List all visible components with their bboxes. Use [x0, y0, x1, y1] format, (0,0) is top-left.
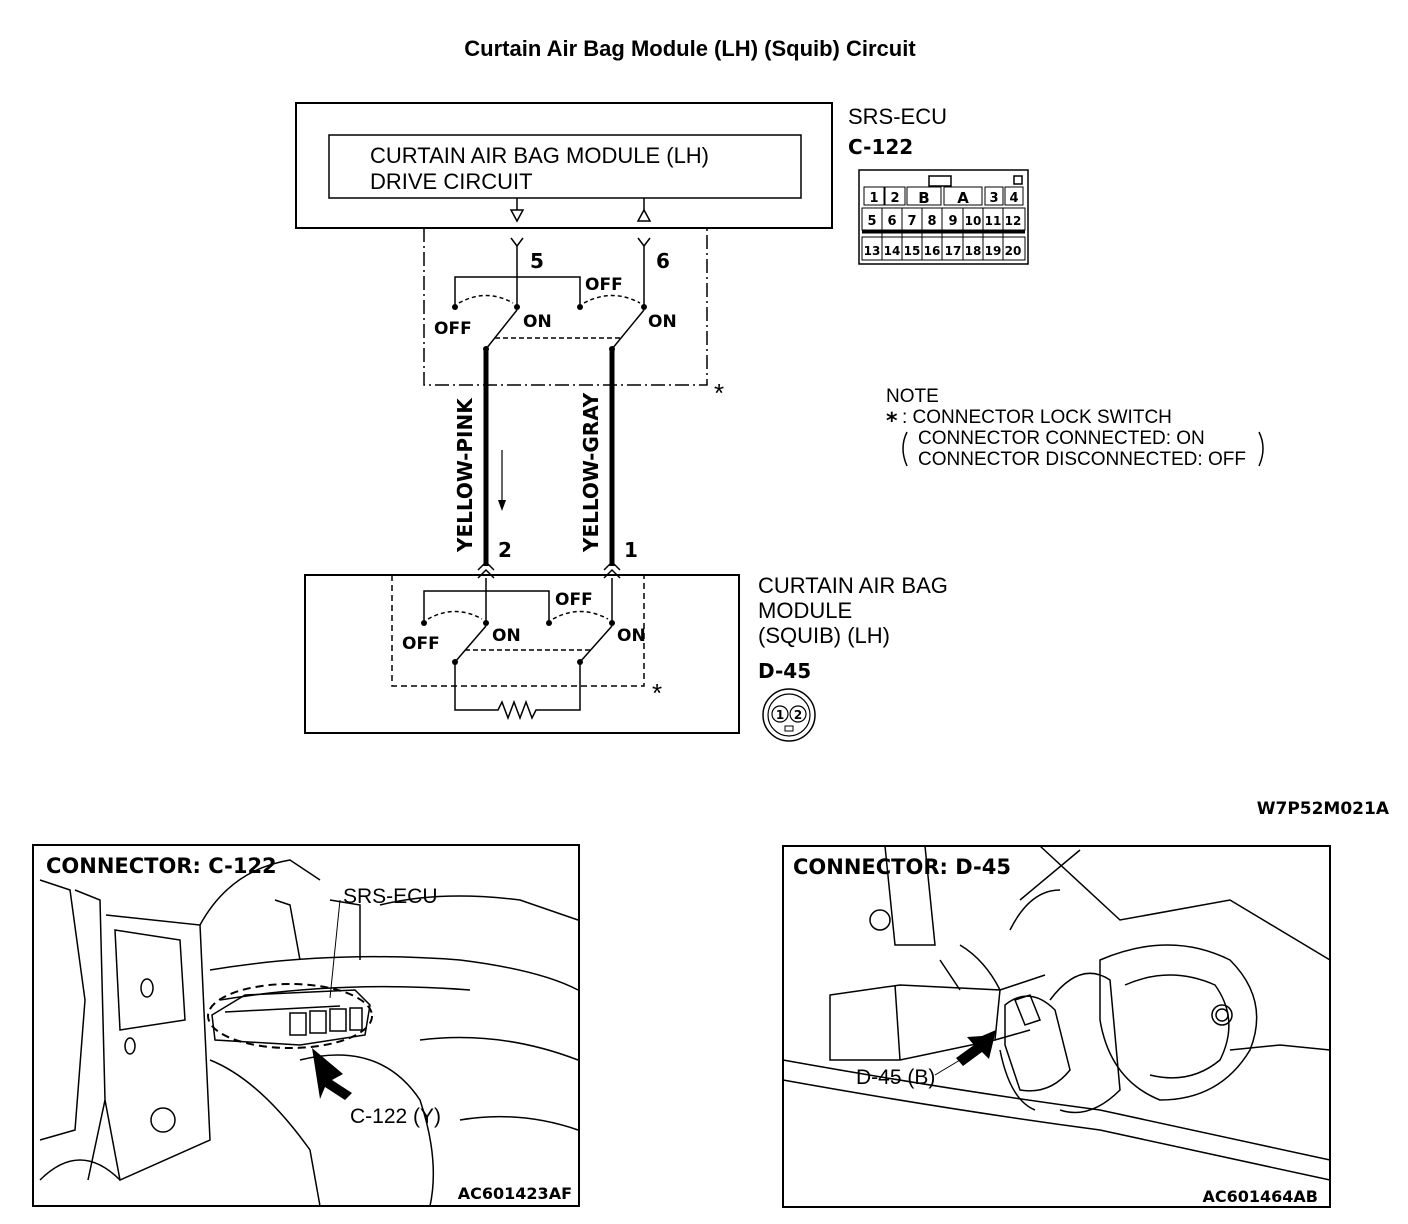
- photo-left-ecu-label: SRS-ECU: [343, 885, 438, 908]
- ecu-pin: B: [918, 189, 929, 207]
- switch-on-label: ON: [492, 626, 521, 646]
- switch-off-label: OFF: [402, 634, 440, 654]
- module-name-line1: CURTAIN AIR BAG: [758, 573, 948, 598]
- photo-left-header: CONNECTOR: C-122: [46, 854, 277, 878]
- ecu-pin: 11: [985, 214, 1002, 228]
- ecu-pin: 2: [890, 191, 899, 206]
- connector-c122-location-photo: CONNECTOR: C-122 SRS-ECU C-122 (Y) AC601…: [32, 844, 580, 1207]
- ecu-name: SRS-ECU: [848, 104, 947, 129]
- ecu-pin: 18: [965, 244, 982, 258]
- note-line2: CONNECTOR CONNECTED: ON: [918, 428, 1205, 449]
- switch-off-label: OFF: [555, 590, 593, 610]
- terminal-5-label: 5: [530, 249, 544, 273]
- ecu-pin: 12: [1005, 214, 1022, 228]
- ecu-pin: 17: [945, 244, 962, 258]
- output-triangle-up-icon: [636, 208, 652, 222]
- ecu-pin: A: [957, 189, 969, 207]
- terminal-6-icon: [637, 237, 651, 248]
- location-arrow-icon: [312, 1048, 352, 1100]
- terminal-5-icon: [510, 237, 524, 248]
- ecu-pin: 20: [1005, 244, 1022, 258]
- switch-on-label: ON: [648, 312, 677, 332]
- module-connector-id: D-45: [758, 659, 811, 683]
- ecu-pin: 13: [864, 244, 881, 258]
- module-pin: 2: [794, 708, 802, 722]
- ecu-lock-switch: * 5 6 OFF ON OFF ON: [423, 228, 724, 408]
- terminal-6-label: 6: [656, 249, 670, 273]
- photo-right-code: AC601464AB: [1203, 1187, 1319, 1206]
- output-triangle-down-icon: [509, 209, 525, 223]
- ecu-pin: 14: [884, 244, 901, 258]
- ecu-connector-face: 1 2 B A 3 4 5 6 7 8 9 10 11 12 13 14 15 …: [858, 169, 1029, 265]
- note-block: NOTE * : CONNECTOR LOCK SWITCH CONNECTOR…: [886, 386, 1264, 470]
- squib-resistor-icon: [454, 662, 581, 721]
- ecu-connector-id: C-122: [848, 135, 913, 159]
- note-line1: : CONNECTOR LOCK SWITCH: [902, 407, 1172, 428]
- ecu-pin: 8: [927, 214, 936, 229]
- note-title: NOTE: [886, 386, 939, 407]
- photo-right-connector-label: D-45 (B): [856, 1066, 935, 1089]
- current-direction-arrow-icon: [498, 500, 506, 511]
- switch-on-label: ON: [617, 626, 646, 646]
- ecu-pin: 4: [1009, 191, 1018, 206]
- wire-color-right: YELLOW-GRAY: [579, 392, 603, 553]
- lock-switch-asterisk: *: [652, 678, 662, 708]
- note-line3: CONNECTOR DISCONNECTED: OFF: [918, 449, 1246, 470]
- lock-switch-asterisk: *: [714, 378, 724, 408]
- module-pin: 1: [776, 708, 784, 722]
- ecu-pin: 1: [869, 191, 878, 206]
- note-star: *: [886, 409, 898, 434]
- wire-color-left: YELLOW-PINK: [453, 397, 477, 553]
- ecu-pin: 5: [867, 214, 876, 229]
- module-name-line3: (SQUIB) (LH): [758, 623, 890, 648]
- ecu-pin: 15: [904, 244, 921, 258]
- drive-circuit-line1: CURTAIN AIR BAG MODULE (LH): [370, 143, 709, 168]
- connector-d45-location-photo: CONNECTOR: D-45 D-45 (B) AC601464AB: [782, 845, 1331, 1208]
- module-name-line2: MODULE: [758, 598, 852, 623]
- photo-left-connector-label: C-122 (Y): [350, 1105, 441, 1128]
- ecu-pin: 16: [924, 244, 941, 258]
- terminal-1-label: 1: [624, 538, 638, 562]
- diagram-code: W7P52M021A: [1257, 799, 1390, 819]
- photo-left-code: AC601423AF: [458, 1184, 572, 1203]
- srs-ecu-block: CURTAIN AIR BAG MODULE (LH) DRIVE CIRCUI…: [295, 102, 833, 229]
- ecu-pin: 3: [989, 191, 998, 206]
- diagram-title: Curtain Air Bag Module (LH) (Squib) Circ…: [464, 36, 916, 61]
- harness-wires: YELLOW-PINK YELLOW-GRAY 2 1: [453, 349, 638, 579]
- switch-off-label: OFF: [434, 319, 472, 339]
- ecu-pin: 10: [965, 214, 982, 228]
- ecu-pin: 6: [887, 214, 896, 229]
- photo-right-header: CONNECTOR: D-45: [793, 855, 1011, 879]
- switch-on-label: ON: [523, 312, 552, 332]
- ecu-pin: 7: [907, 214, 916, 229]
- terminal-2-label: 2: [498, 538, 512, 562]
- module-connector-face: 1 2: [762, 688, 816, 742]
- ecu-pin: 19: [985, 244, 1002, 258]
- location-arrow-icon: [956, 1030, 996, 1066]
- switch-off-label: OFF: [585, 275, 623, 295]
- drive-circuit-line2: DRIVE CIRCUIT: [370, 169, 533, 194]
- airbag-module-block: * OFF ON OFF ON: [304, 574, 740, 734]
- ecu-pin: 9: [948, 214, 957, 229]
